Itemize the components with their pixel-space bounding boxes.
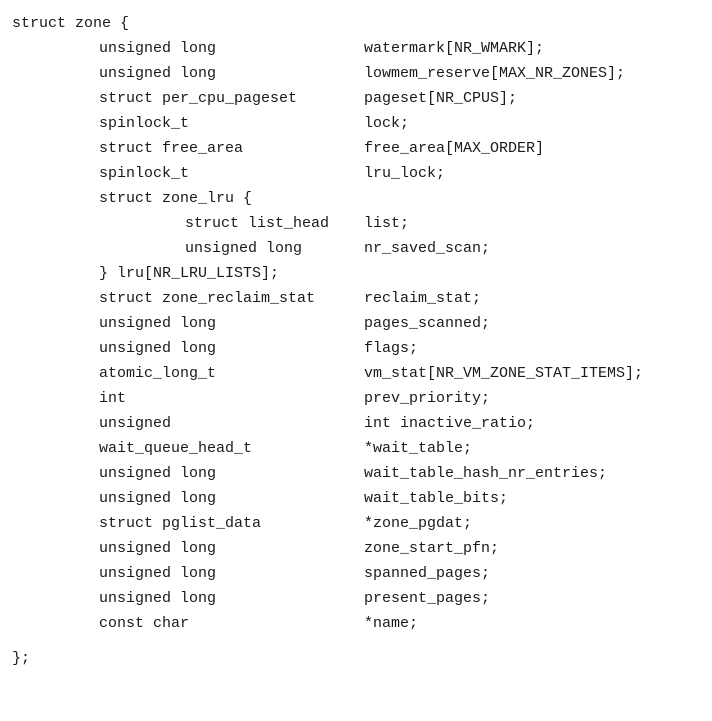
field-name: list; — [364, 215, 410, 232]
field-type: spinlock_t — [99, 165, 190, 182]
struct-declaration: struct zone { — [12, 15, 130, 32]
field-type: unsigned long — [99, 565, 217, 582]
field-name: lru_lock; — [364, 165, 446, 182]
field-type: wait_queue_head_t — [99, 440, 253, 457]
struct-close: }; — [12, 650, 31, 667]
field-type: int — [99, 390, 127, 407]
field-type: unsigned long — [99, 40, 217, 57]
field-type: unsigned long — [99, 315, 217, 332]
field-name: int inactive_ratio; — [364, 415, 536, 432]
field-name: watermark[NR_WMARK]; — [364, 40, 545, 57]
field-line: wait_queue_head_t *wait_table; — [0, 436, 472, 461]
field-name: *name; — [364, 615, 419, 632]
field-line: spinlock_t lru_lock; — [0, 161, 445, 186]
field-name: nr_saved_scan; — [364, 240, 491, 257]
field-name: pages_scanned; — [364, 315, 491, 332]
field-line: unsigned long wait_table_bits; — [0, 486, 508, 511]
field-type: const char — [99, 615, 190, 632]
field-name: wait_table_bits; — [364, 490, 509, 507]
field-line: struct zone_reclaim_stat reclaim_stat; — [0, 286, 481, 311]
nested-struct-close-line: } lru[NR_LRU_LISTS]; — [0, 261, 279, 286]
field-name: prev_priority; — [364, 390, 491, 407]
field-type: unsigned — [99, 415, 172, 432]
nested-struct-open-line: struct zone_lru { — [0, 186, 252, 211]
field-type: unsigned long — [99, 465, 217, 482]
field-name: reclaim_stat; — [364, 290, 482, 307]
field-name: wait_table_hash_nr_entries; — [364, 465, 608, 482]
field-type: struct pglist_data — [99, 515, 262, 532]
field-line: unsigned long flags; — [0, 336, 418, 361]
field-name: zone_start_pfn; — [364, 540, 500, 557]
field-line: unsigned long spanned_pages; — [0, 561, 490, 586]
field-name: free_area[MAX_ORDER] — [364, 140, 545, 157]
field-type: spinlock_t — [99, 115, 190, 132]
field-type: unsigned long — [99, 65, 217, 82]
field-type: unsigned long — [99, 590, 217, 607]
field-line: unsigned long pages_scanned; — [0, 311, 490, 336]
nested-field-line: struct list_head list; — [0, 211, 409, 236]
field-type: atomic_long_t — [99, 365, 217, 382]
field-type: unsigned long — [99, 490, 217, 507]
field-line: struct free_area free_area[MAX_ORDER] — [0, 136, 544, 161]
struct-open-line: struct zone { — [0, 11, 129, 36]
field-type: struct per_cpu_pageset — [99, 90, 298, 107]
nested-struct-declaration: struct zone_lru { — [99, 190, 253, 207]
field-line: struct pglist_data *zone_pgdat; — [0, 511, 472, 536]
field-line: unsigned long watermark[NR_WMARK]; — [0, 36, 544, 61]
field-name: pageset[NR_CPUS]; — [364, 90, 518, 107]
struct-close-line: }; — [0, 646, 36, 671]
field-name: lowmem_reserve[MAX_NR_ZONES]; — [364, 65, 626, 82]
field-line: spinlock_t lock; — [0, 111, 409, 136]
field-type: unsigned long — [99, 540, 217, 557]
field-line: atomic_long_t vm_stat[NR_VM_ZONE_STAT_IT… — [0, 361, 643, 386]
nested-field-line: unsigned long nr_saved_scan; — [0, 236, 490, 261]
field-line: unsigned long lowmem_reserve[MAX_NR_ZONE… — [0, 61, 625, 86]
field-line: unsigned long present_pages; — [0, 586, 490, 611]
field-name: lock; — [364, 115, 410, 132]
field-name: vm_stat[NR_VM_ZONE_STAT_ITEMS]; — [364, 365, 644, 382]
field-name: present_pages; — [364, 590, 491, 607]
field-line: struct per_cpu_pageset pageset[NR_CPUS]; — [0, 86, 517, 111]
nested-struct-close: } lru[NR_LRU_LISTS]; — [99, 265, 280, 282]
field-name: flags; — [364, 340, 419, 357]
field-name: *wait_table; — [364, 440, 473, 457]
field-line: unsigned long zone_start_pfn; — [0, 536, 499, 561]
field-type: struct zone_reclaim_stat — [99, 290, 316, 307]
field-line: int prev_priority; — [0, 386, 490, 411]
field-type: struct free_area — [99, 140, 244, 157]
field-type: unsigned long — [99, 340, 217, 357]
field-line: unsigned int inactive_ratio; — [0, 411, 535, 436]
field-type: struct list_head — [185, 215, 330, 232]
field-name: spanned_pages; — [364, 565, 491, 582]
field-name: *zone_pgdat; — [364, 515, 473, 532]
field-line: unsigned long wait_table_hash_nr_entries… — [0, 461, 607, 486]
field-type: unsigned long — [185, 240, 303, 257]
field-line: const char *name; — [0, 611, 418, 636]
